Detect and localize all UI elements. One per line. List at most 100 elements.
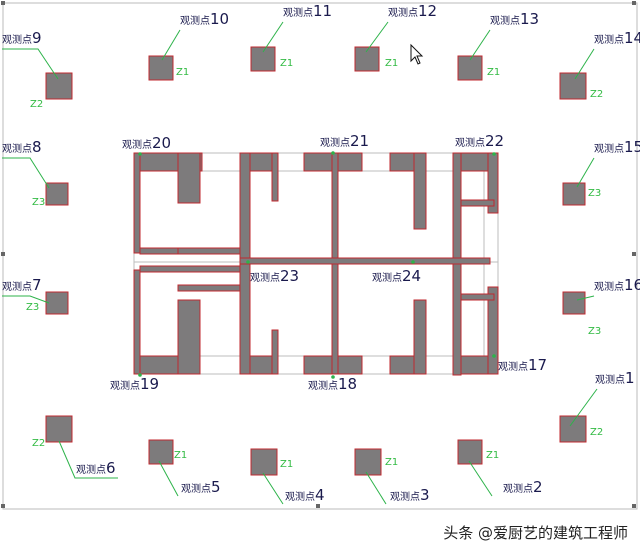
column-footing [148,55,174,81]
observation-point-label-21: 观测点21 [320,132,369,150]
observation-marker [138,152,142,156]
column-type-label: Z2 [590,427,603,438]
border-grip [1,252,5,256]
column-footing [457,439,483,465]
shear-wall [177,152,201,204]
shear-wall [133,269,141,375]
column-footing [562,182,586,206]
leader-line [161,29,181,61]
leader-line [58,440,118,479]
observation-point-label-13: 观测点13 [490,10,539,28]
column-type-label: Z2 [590,89,603,100]
drawing-border [2,2,638,510]
leader-line [569,388,598,427]
observation-marker [331,375,335,379]
observation-point-label-15: 观测点15 [594,138,640,156]
column-type-label: Z3 [32,197,45,208]
column-footing [559,415,587,443]
shear-wall [271,329,279,375]
leader-line [468,460,493,497]
leader-line [2,295,50,304]
column-type-label: Z3 [26,302,39,313]
shear-wall [487,286,499,375]
observation-point-label-14: 观测点14 [594,29,640,47]
observation-point-label-18: 观测点18 [308,375,357,393]
observation-point-label-1: 观测点1 [595,369,635,387]
shear-wall [271,152,279,202]
observation-point-label-16: 观测点16 [594,276,640,294]
observation-point-label-22: 观测点22 [455,132,504,150]
leader-line [469,29,491,61]
shear-wall [413,152,427,230]
column-footing [45,415,73,443]
column-footing [559,72,587,100]
leader-line [365,471,387,505]
leader-line [2,48,59,80]
shear-wall [239,257,491,265]
shear-wall [139,265,241,273]
mouse-cursor-icon [410,43,424,65]
leader-line [576,295,595,301]
leader-line [576,157,595,188]
column-footing [45,291,69,315]
observation-point-label-20: 观测点20 [122,134,171,152]
border-grip [632,504,636,508]
leader-line [574,48,595,80]
observation-point-label-6: 观测点6 [76,459,116,477]
shear-wall [177,299,201,375]
observation-marker [411,260,415,264]
border-grip [632,1,636,5]
shear-wall [177,284,241,292]
column-type-label: Z1 [486,450,499,461]
border-grip [1,504,5,508]
column-footing [45,182,69,206]
leader-line [262,21,284,53]
observation-point-label-17: 观测点17 [498,356,547,374]
column-footing [562,291,586,315]
observation-point-label-24: 观测点24 [372,267,421,285]
column-type-label: Z3 [588,188,601,199]
observation-point-label-7: 观测点7 [2,276,42,294]
observation-marker [138,373,142,377]
column-footing [250,448,278,476]
leader-line [158,460,179,497]
shear-wall [413,299,427,375]
border-grip [632,252,636,256]
observation-point-label-9: 观测点9 [2,29,42,47]
column-footing [354,448,382,476]
observation-point-label-2: 观测点2 [503,478,543,496]
leader-line [365,21,389,53]
observation-marker [331,151,335,155]
column-type-label: Z1 [280,459,293,470]
observation-point-label-3: 观测点3 [390,486,430,504]
column-footing [45,72,73,100]
shear-wall [460,293,495,301]
observation-point-label-5: 观测点5 [181,478,221,496]
column-type-label: Z3 [588,326,601,337]
shear-wall [177,247,241,255]
column-type-label: Z1 [280,58,293,69]
watermark: 头条 @爱厨艺的建筑工程师 [443,524,628,542]
observation-marker [492,152,496,156]
column-type-label: Z2 [30,99,43,110]
column-type-label: Z1 [487,67,500,78]
observation-point-label-11: 观测点11 [283,2,332,20]
column-footing [250,46,276,72]
column-type-label: Z1 [176,67,189,78]
observation-point-label-4: 观测点4 [285,486,325,504]
observation-point-label-23: 观测点23 [250,267,299,285]
column-type-label: Z1 [174,450,187,461]
border-grip [316,504,320,508]
observation-point-label-19: 观测点19 [110,375,159,393]
observation-point-label-10: 观测点10 [180,10,229,28]
observation-marker [246,260,250,264]
column-type-label: Z1 [385,457,398,468]
column-type-label: Z2 [32,438,45,449]
observation-point-label-12: 观测点12 [388,2,437,20]
observation-marker [492,354,496,358]
column-type-label: Z1 [385,58,398,69]
shear-wall [133,152,141,254]
border-grip [1,1,5,5]
